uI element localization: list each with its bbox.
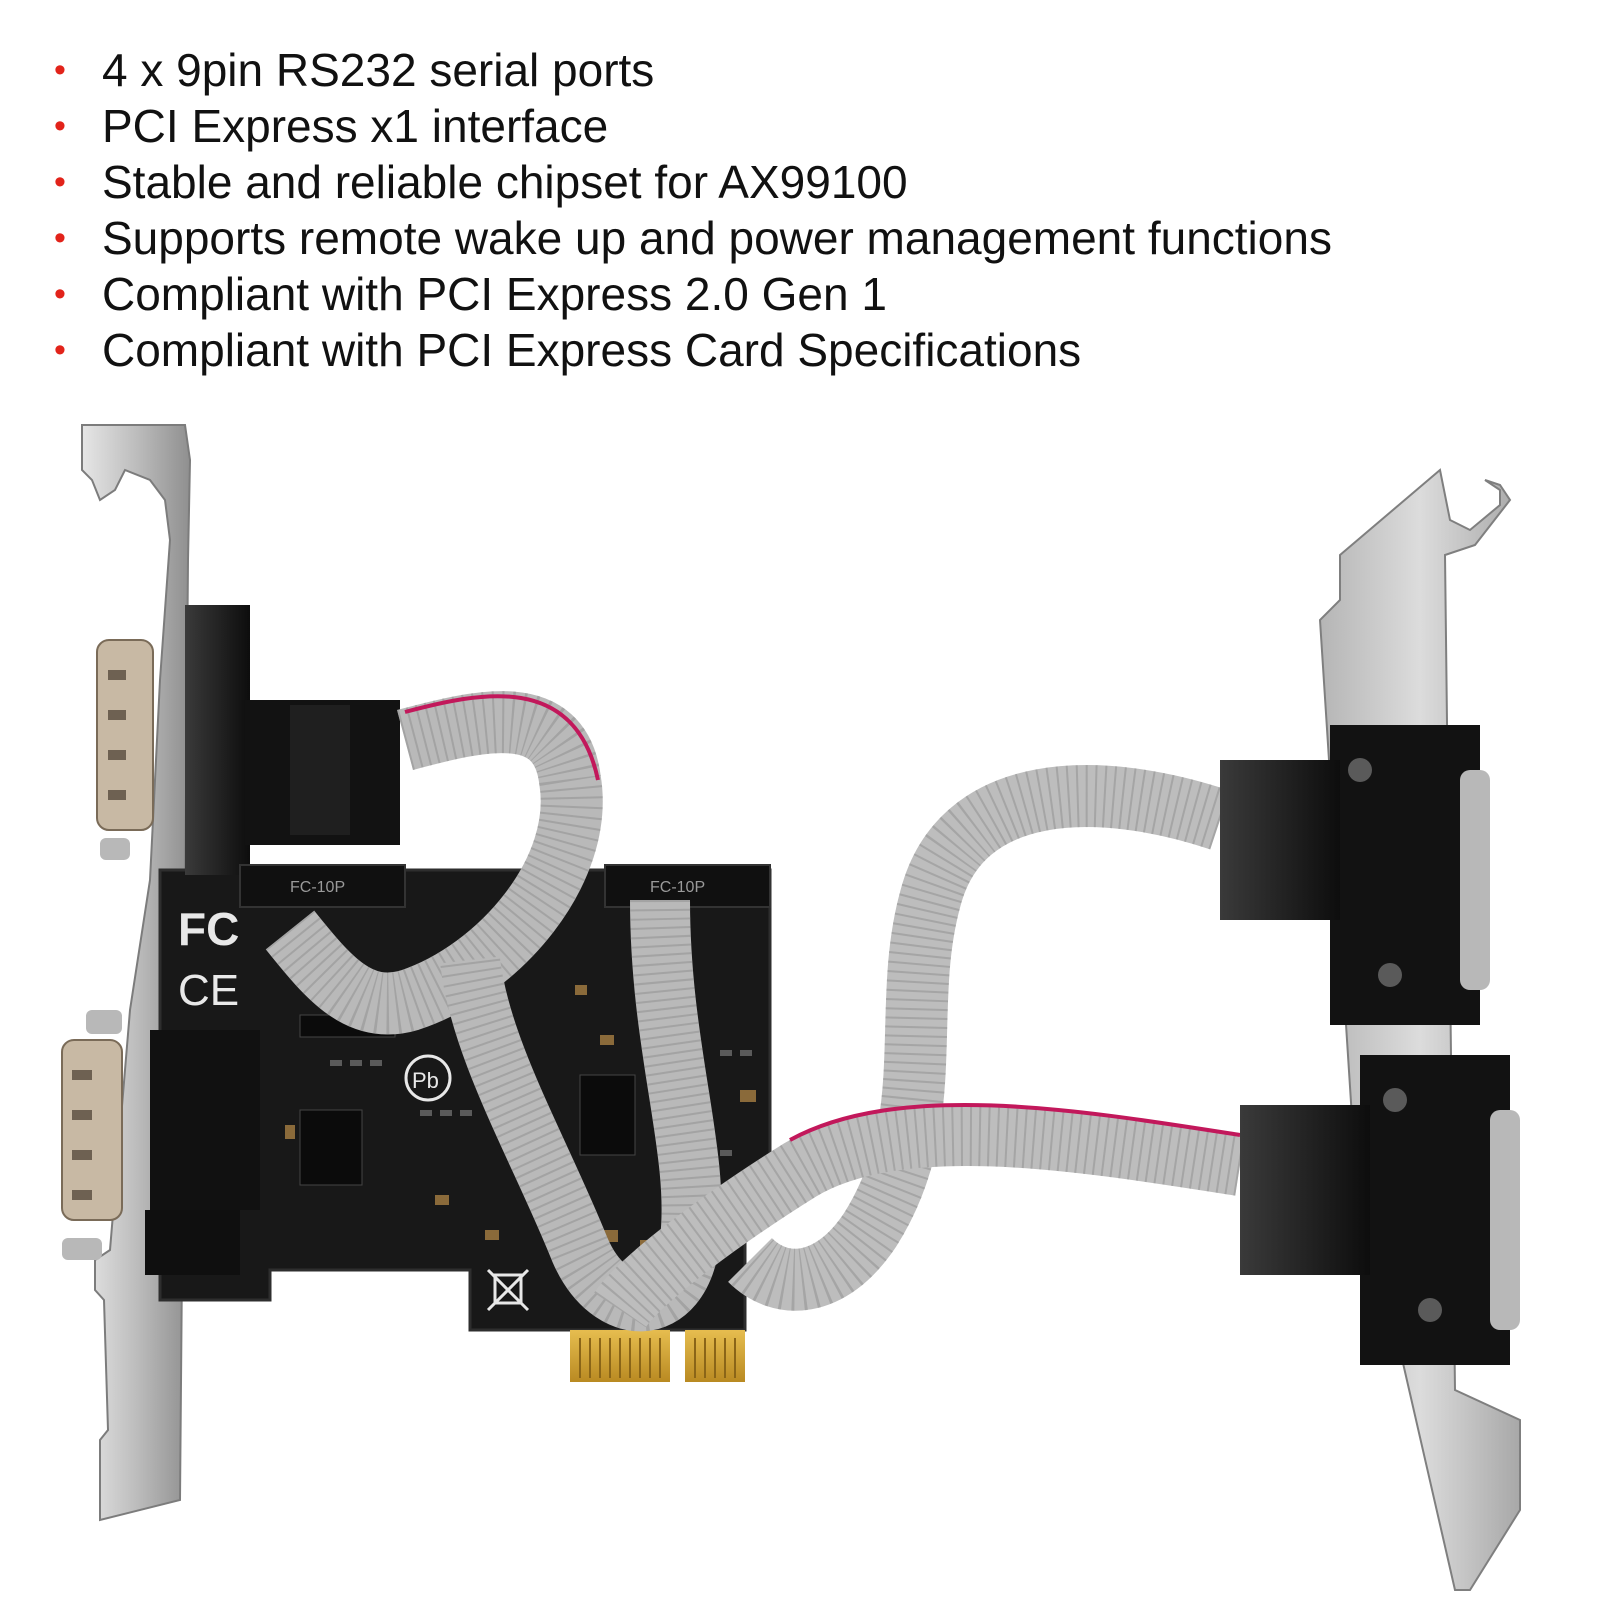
left-connector-housing-top: [185, 605, 400, 875]
bullet-icon: •: [54, 331, 66, 369]
right-db9-connector-bottom: [1240, 1055, 1520, 1365]
right-bracket: [1318, 468, 1521, 1591]
bullet-icon: •: [54, 51, 66, 89]
bullet-icon: •: [54, 107, 66, 145]
idc-header-1: FC-10P: [239, 864, 406, 908]
ribbon-cable-right-bottom: [594, 1103, 1245, 1329]
ribbon-cable-left: [265, 691, 603, 1035]
bullet-icon: •: [54, 219, 66, 257]
feature-text: PCI Express x1 interface: [102, 100, 609, 152]
pb-free-label: Pb: [412, 1068, 439, 1093]
left-connector-housing-bottom: [145, 1030, 260, 1275]
fcc-logo-icon: FC: [178, 903, 239, 955]
weee-bin-icon: [486, 1268, 530, 1312]
bullet-icon: •: [54, 163, 66, 201]
ce-logo-icon: CE: [178, 966, 239, 1015]
feature-text: Compliant with PCI Express Card Specific…: [102, 324, 1082, 376]
feature-text: Supports remote wake up and power manage…: [102, 212, 1332, 264]
pcie-gold-fingers: [570, 1330, 745, 1382]
right-db9-connector-top: [1220, 725, 1490, 1025]
idc-header-1-label: FC-10P: [290, 879, 345, 896]
feature-text: Compliant with PCI Express 2.0 Gen 1: [102, 268, 887, 320]
feature-text: Stable and reliable chipset for AX99100: [102, 156, 908, 208]
left-db9-connector-bottom: [61, 1010, 123, 1260]
left-db9-connector-top: [96, 639, 154, 860]
idc-header-2-label: FC-10P: [650, 879, 705, 896]
pb-free-icon: [404, 1054, 452, 1102]
bullet-icon: •: [54, 275, 66, 313]
feature-text: 4 x 9pin RS232 serial ports: [102, 44, 655, 96]
ribbon-cable-right-top: [728, 765, 1230, 1311]
